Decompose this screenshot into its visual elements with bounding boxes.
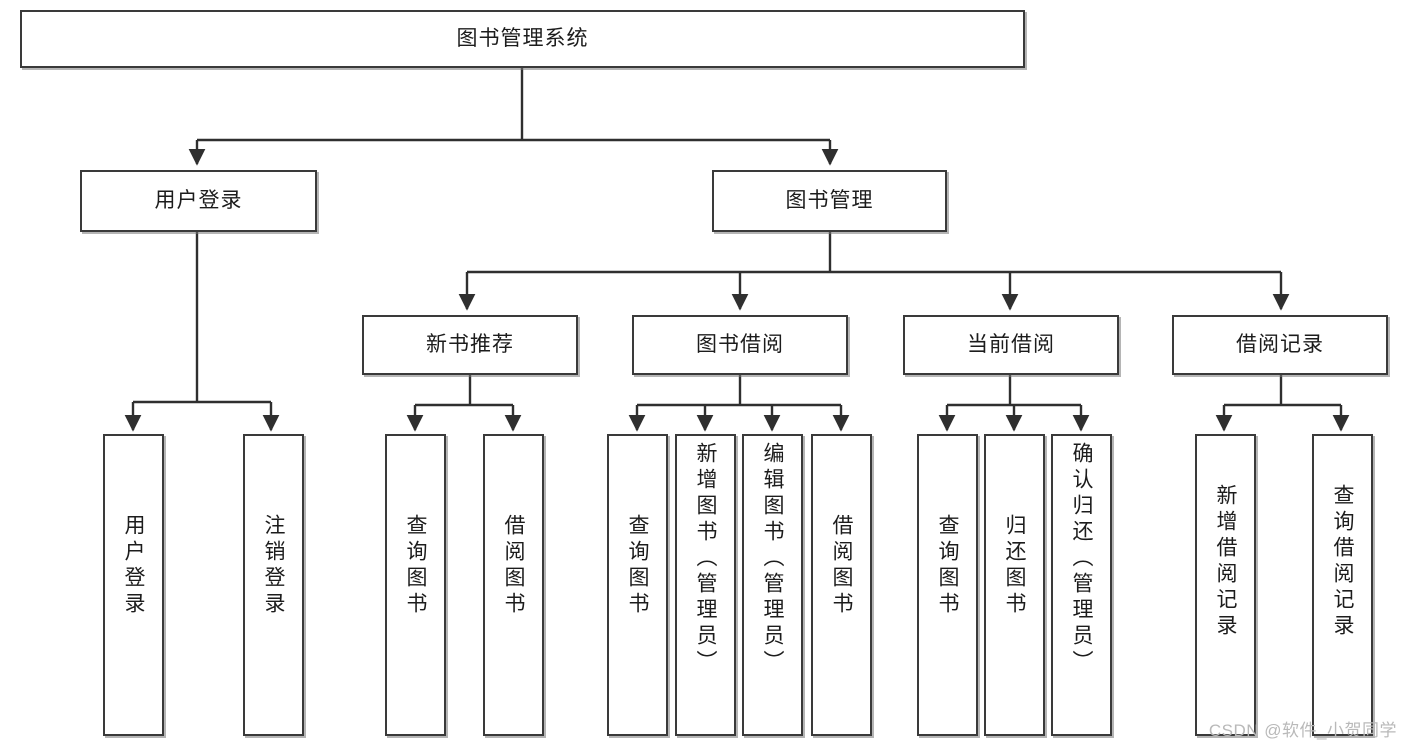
node-leaf-query-book-current[interactable]: 查询图书 [917,434,978,736]
node-leaf-add-book-admin-label: 新增图书（管理员） [694,442,718,676]
node-book-borrow-label: 图书借阅 [696,332,784,356]
node-book-borrow[interactable]: 图书借阅 [632,315,848,375]
node-leaf-return-book-label: 归还图书 [1003,514,1027,618]
node-leaf-query-book-recommend[interactable]: 查询图书 [385,434,446,736]
node-leaf-edit-book-admin[interactable]: 编辑图书（管理员） [742,434,803,736]
node-leaf-logout[interactable]: 注销登录 [243,434,304,736]
node-leaf-borrow-book-recommend-label: 借阅图书 [502,514,526,618]
node-leaf-add-book-admin[interactable]: 新增图书（管理员） [675,434,736,736]
node-leaf-add-borrow-record[interactable]: 新增借阅记录 [1195,434,1256,736]
node-user-login[interactable]: 用户登录 [80,170,317,232]
node-leaf-return-book[interactable]: 归还图书 [984,434,1045,736]
node-leaf-query-book-recommend-label: 查询图书 [404,514,428,618]
node-leaf-query-book-current-label: 查询图书 [936,514,960,618]
node-leaf-confirm-return-admin[interactable]: 确认归还（管理员） [1051,434,1112,736]
node-leaf-query-borrow-record-label: 查询借阅记录 [1331,484,1355,640]
node-current-borrow-label: 当前借阅 [967,332,1055,356]
node-leaf-borrow-book-recommend[interactable]: 借阅图书 [483,434,544,736]
node-leaf-add-borrow-record-label: 新增借阅记录 [1214,484,1238,640]
node-leaf-user-login-label: 用户登录 [122,514,146,618]
node-leaf-logout-label: 注销登录 [262,514,286,618]
node-root[interactable]: 图书管理系统 [20,10,1025,68]
node-borrow-record-label: 借阅记录 [1236,332,1324,356]
node-leaf-user-login[interactable]: 用户登录 [103,434,164,736]
node-book-management-label: 图书管理 [785,188,874,212]
node-borrow-record[interactable]: 借阅记录 [1172,315,1388,375]
node-current-borrow[interactable]: 当前借阅 [903,315,1119,375]
node-user-login-label: 用户登录 [154,188,243,212]
node-leaf-edit-book-admin-label: 编辑图书（管理员） [761,442,785,676]
node-leaf-confirm-return-admin-label: 确认归还（管理员） [1070,442,1094,676]
node-book-management[interactable]: 图书管理 [712,170,947,232]
node-new-book-recommend[interactable]: 新书推荐 [362,315,578,375]
node-leaf-query-book-borrow[interactable]: 查询图书 [607,434,668,736]
node-leaf-borrow-book-borrow-label: 借阅图书 [830,514,854,618]
node-leaf-query-borrow-record[interactable]: 查询借阅记录 [1312,434,1373,736]
node-leaf-query-book-borrow-label: 查询图书 [626,514,650,618]
node-leaf-borrow-book-borrow[interactable]: 借阅图书 [811,434,872,736]
watermark: CSDN @软件_小贺同学 [1208,721,1397,740]
node-new-book-recommend-label: 新书推荐 [426,332,514,356]
node-root-label: 图书管理系统 [456,26,589,50]
